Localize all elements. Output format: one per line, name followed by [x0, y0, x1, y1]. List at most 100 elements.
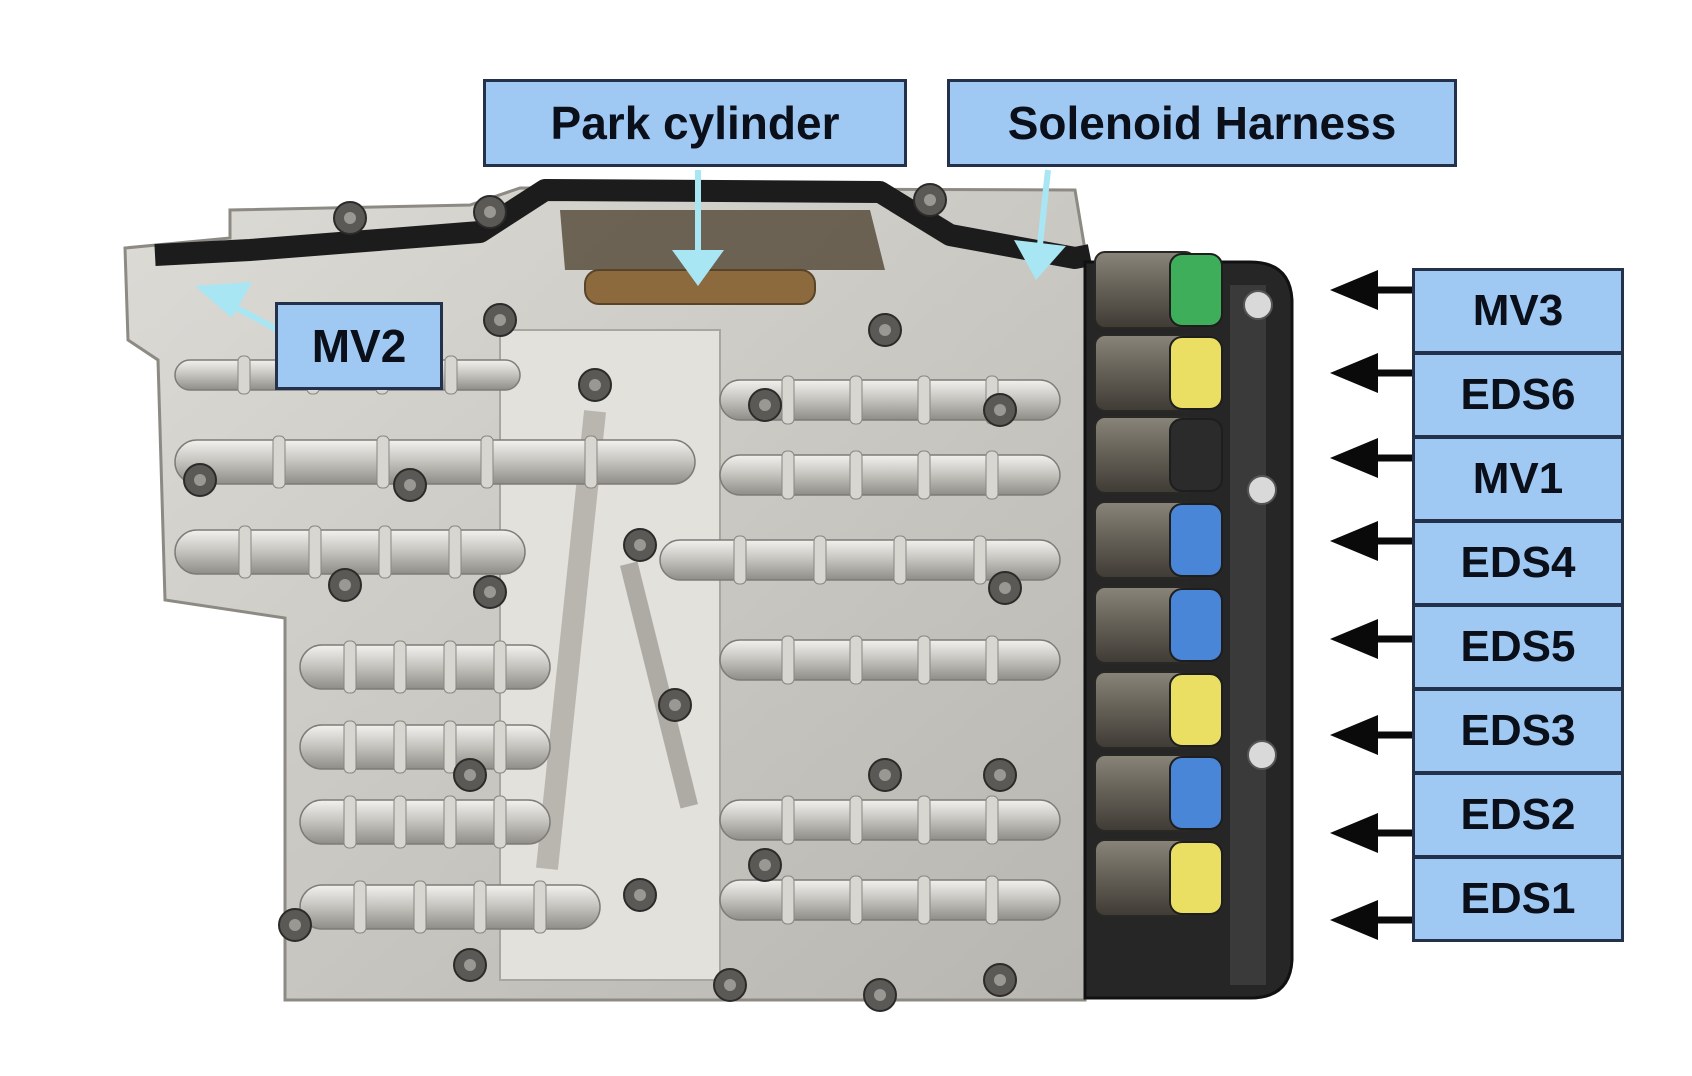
spool-land	[985, 875, 999, 925]
spool-land	[849, 635, 863, 685]
spool-land	[443, 640, 457, 694]
arrow-left-icon	[1330, 270, 1378, 310]
spool-land	[985, 795, 999, 845]
bolt-center	[589, 379, 601, 391]
solenoid-label-eds5: EDS5	[1412, 604, 1624, 690]
arrow-left-icon	[1330, 438, 1378, 478]
bolt-center	[289, 919, 301, 931]
solenoid-cap	[1169, 756, 1223, 830]
spool-land	[493, 640, 507, 694]
arrow-left-icon	[1330, 813, 1378, 853]
bolt-center	[484, 206, 496, 218]
valve-spool	[299, 884, 601, 930]
spool-land	[985, 450, 999, 500]
bolt-center	[724, 979, 736, 991]
bolt-center	[879, 769, 891, 781]
arrow-left-icon	[1330, 619, 1378, 659]
spool-land	[238, 525, 252, 579]
spool-land	[353, 880, 367, 934]
spool-land	[781, 795, 795, 845]
valve-spool	[719, 454, 1061, 496]
arrow-left-icon	[1330, 715, 1378, 755]
solenoid-cap	[1169, 418, 1223, 492]
solenoid-harness-pointer-head	[1014, 240, 1066, 280]
spool-land	[917, 875, 931, 925]
solenoid-label-eds6: EDS6	[1412, 352, 1624, 438]
valve-spool	[174, 439, 696, 485]
spool-land	[985, 635, 999, 685]
park-cylinder-pointer-head	[672, 250, 724, 286]
spool-land	[493, 795, 507, 849]
solenoid-label-eds1: EDS1	[1412, 856, 1624, 942]
spool-land	[849, 875, 863, 925]
bolt-center	[634, 889, 646, 901]
solenoid-harness-label: Solenoid Harness	[947, 79, 1457, 167]
spool-land	[413, 880, 427, 934]
solenoid-label-eds2: EDS2	[1412, 772, 1624, 858]
valve-spool	[719, 379, 1061, 421]
mount-hole	[1243, 290, 1273, 320]
spool-land	[781, 450, 795, 500]
bolt-center	[669, 699, 681, 711]
spool-land	[917, 795, 931, 845]
solenoid-label-eds4: EDS4	[1412, 520, 1624, 606]
bolt-center	[634, 539, 646, 551]
solenoid-label-mv3: MV3	[1412, 268, 1624, 354]
bolt-center	[994, 404, 1006, 416]
spool-land	[893, 535, 907, 585]
valve-spool	[719, 799, 1061, 841]
spool-land	[533, 880, 547, 934]
solenoid-cap	[1169, 253, 1223, 327]
spool-land	[393, 795, 407, 849]
bolt-center	[339, 579, 351, 591]
spool-land	[473, 880, 487, 934]
valve-spool	[719, 879, 1061, 921]
spool-land	[813, 535, 827, 585]
spool-land	[849, 450, 863, 500]
spool-land	[781, 375, 795, 425]
spool-land	[917, 635, 931, 685]
spool-land	[308, 525, 322, 579]
bolt-center	[464, 769, 476, 781]
spool-land	[343, 720, 357, 774]
spool-land	[378, 525, 392, 579]
bolt-center	[994, 769, 1006, 781]
arrow-left-icon	[1330, 353, 1378, 393]
spool-land	[917, 375, 931, 425]
bolt-center	[759, 859, 771, 871]
bolt-center	[404, 479, 416, 491]
bolt-center	[194, 474, 206, 486]
bolts	[183, 183, 1022, 1012]
spool-land	[917, 450, 931, 500]
solenoid-arrows	[1330, 270, 1412, 940]
mount-hole	[1247, 475, 1277, 505]
spool-land	[448, 525, 462, 579]
spool-land	[849, 795, 863, 845]
spool-land	[443, 795, 457, 849]
bolt-center	[759, 399, 771, 411]
spool-land	[272, 435, 286, 489]
solenoid-harness-pointer	[1037, 169, 1051, 246]
spool-land	[376, 435, 390, 489]
bolt-center	[999, 582, 1011, 594]
solenoid-stack	[1094, 251, 1277, 917]
spool-land	[343, 795, 357, 849]
spool-land	[781, 875, 795, 925]
spool-land	[781, 635, 795, 685]
spool-land	[343, 640, 357, 694]
park-cylinder-label: Park cylinder	[483, 79, 907, 167]
solenoid-cap	[1169, 336, 1223, 410]
spool-land	[493, 720, 507, 774]
bolt-center	[874, 989, 886, 1001]
valve-spool	[299, 644, 551, 690]
spool-land	[444, 355, 458, 395]
solenoid-cap	[1169, 673, 1223, 747]
spool-land	[443, 720, 457, 774]
valve-spool	[174, 529, 526, 575]
solenoid-label-eds3: EDS3	[1412, 688, 1624, 774]
bolt-center	[484, 586, 496, 598]
bolt-center	[344, 212, 356, 224]
mv2-pointer-head	[195, 282, 252, 318]
